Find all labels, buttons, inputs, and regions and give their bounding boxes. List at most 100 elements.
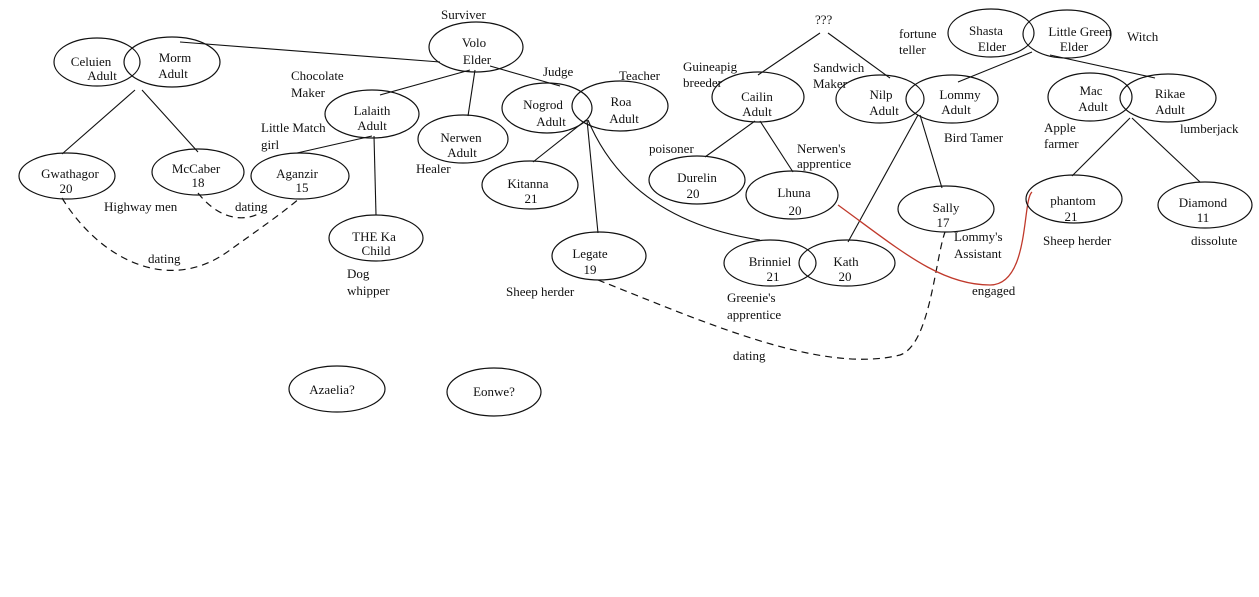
edge-couple-brinniel (587, 119, 761, 241)
label-apple-farmer-1: Apple (1044, 120, 1076, 135)
label-surviver: Surviver (441, 7, 486, 22)
svg-text:Lalaith: Lalaith (354, 103, 391, 118)
edge-couple-mccaber (141, 89, 199, 153)
svg-text:Brinniel: Brinniel (749, 254, 792, 269)
svg-text:Adult: Adult (742, 104, 772, 119)
svg-text:21: 21 (525, 191, 538, 206)
svg-text:Aganzir: Aganzir (276, 166, 319, 181)
svg-text:Adult: Adult (447, 145, 477, 160)
node-nerwen: Nerwen Adult (417, 114, 509, 164)
svg-text:21: 21 (767, 269, 780, 284)
svg-text:Rikae: Rikae (1155, 86, 1186, 101)
relationship-lines (61, 32, 1201, 243)
label-little-match-1: Little Match (261, 120, 326, 135)
edge-lalaith-theka (373, 135, 377, 216)
label-guineapig-breeder-1: Guineapig (683, 59, 738, 74)
svg-text:21: 21 (1065, 209, 1078, 224)
svg-text:Legate: Legate (572, 246, 608, 261)
label-dog-whipper-2: whipper (347, 283, 390, 298)
dating-line-gwathagor-aganzir (61, 197, 301, 271)
svg-text:20: 20 (687, 186, 700, 201)
node-shasta: Shasta Elder (947, 8, 1035, 58)
label-engaged: engaged (972, 283, 1016, 298)
svg-text:Adult: Adult (87, 68, 117, 83)
node-lalaith: Lalaith Adult (324, 89, 420, 139)
svg-text:Azaelia?: Azaelia? (309, 382, 355, 397)
svg-text:McCaber: McCaber (172, 161, 221, 176)
label-dating-1: dating (235, 199, 268, 214)
edge-unknown-cailin (757, 32, 821, 76)
svg-text:17: 17 (937, 215, 951, 230)
label-apple-farmer-2: farmer (1044, 136, 1079, 151)
svg-text:THE Ka: THE Ka (352, 229, 396, 244)
label-lommys-assistant-2: Assistant (954, 246, 1002, 261)
node-mac: Mac Adult (1047, 72, 1133, 122)
node-brinniel: Brinniel 21 (723, 239, 817, 287)
label-witch: Witch (1127, 29, 1159, 44)
node-gwathagor: Gwathagor 20 (18, 152, 116, 200)
node-volo: Volo Elder (428, 21, 524, 73)
node-theka: THE Ka Child (328, 214, 424, 262)
svg-text:20: 20 (60, 181, 73, 196)
label-highway-men: Highway men (104, 199, 178, 214)
node-azaelia: Azaelia? (288, 365, 386, 413)
node-littlegreen: Little Green Elder (1022, 9, 1112, 59)
svg-text:Adult: Adult (158, 66, 188, 81)
edge-couple-gwathagor (61, 89, 136, 155)
svg-text:18: 18 (192, 175, 205, 190)
svg-text:20: 20 (839, 269, 852, 284)
edge-couple-sally (919, 114, 943, 189)
node-legate: Legate 19 (551, 231, 647, 281)
label-greenies-apprentice-1: Greenie's (727, 290, 776, 305)
svg-text:Nilp: Nilp (869, 87, 892, 102)
label-chocolate-maker-2: Maker (291, 85, 326, 100)
label-dating-3: dating (733, 348, 766, 363)
svg-text:Celuien: Celuien (71, 54, 112, 69)
svg-text:Volo: Volo (462, 35, 486, 50)
svg-text:Kath: Kath (833, 254, 859, 269)
label-sandwich-maker-1: Sandwich (813, 60, 865, 75)
node-celuien: Celuien Adult (53, 37, 141, 87)
edge-cailin-durelin (704, 120, 756, 158)
label-greenies-apprentice-2: apprentice (727, 307, 781, 322)
label-teacher: Teacher (619, 68, 661, 83)
label-poisoner: poisoner (649, 141, 694, 156)
label-guineapig-breeder-2: breeder (683, 75, 723, 90)
svg-text:Adult: Adult (357, 118, 387, 133)
svg-text:Child: Child (362, 243, 391, 258)
svg-text:Shasta: Shasta (969, 23, 1003, 38)
svg-text:Lommy: Lommy (939, 87, 981, 102)
label-healer: Healer (416, 161, 451, 176)
svg-text:19: 19 (584, 262, 597, 277)
svg-text:phantom: phantom (1050, 193, 1096, 208)
svg-text:Kitanna: Kitanna (507, 176, 548, 191)
node-morm: Morm Adult (123, 36, 221, 88)
svg-text:Lhuna: Lhuna (777, 185, 810, 200)
svg-text:Elder: Elder (463, 52, 492, 67)
node-roa: Roa Adult (571, 80, 669, 132)
edge-couple-legate (586, 119, 599, 234)
label-sandwich-maker-2: Maker (813, 76, 848, 91)
svg-text:Cailin: Cailin (741, 89, 773, 104)
node-mccaber: McCaber 18 (151, 148, 245, 196)
node-cailin: Cailin Adult (711, 71, 805, 123)
svg-text:Eonwe?: Eonwe? (473, 384, 515, 399)
node-nogrod: Nogrod Adult (501, 82, 593, 134)
label-dissolute: dissolute (1191, 233, 1237, 248)
label-fortune-teller-2: teller (899, 42, 926, 57)
label-nerwens-apprentice-1: Nerwen's (797, 141, 846, 156)
label-chocolate-maker-1: Chocolate (291, 68, 344, 83)
label-dating-2: dating (148, 251, 181, 266)
node-phantom: phantom 21 (1025, 174, 1123, 224)
svg-text:Durelin: Durelin (677, 170, 717, 185)
svg-text:Nogrod: Nogrod (523, 97, 563, 112)
node-lommy: Lommy Adult (905, 74, 999, 124)
node-kath: Kath 20 (798, 239, 896, 287)
label-nerwens-apprentice-2: apprentice (797, 156, 851, 171)
label-lumberjack: lumberjack (1180, 121, 1239, 136)
label-lommys-assistant-1: Lommy's (954, 229, 1003, 244)
label-dog-whipper-1: Dog (347, 266, 370, 281)
edge-couple-diamond (1131, 117, 1201, 183)
svg-text:Adult: Adult (1078, 99, 1108, 114)
svg-text:Little Green: Little Green (1048, 24, 1112, 39)
